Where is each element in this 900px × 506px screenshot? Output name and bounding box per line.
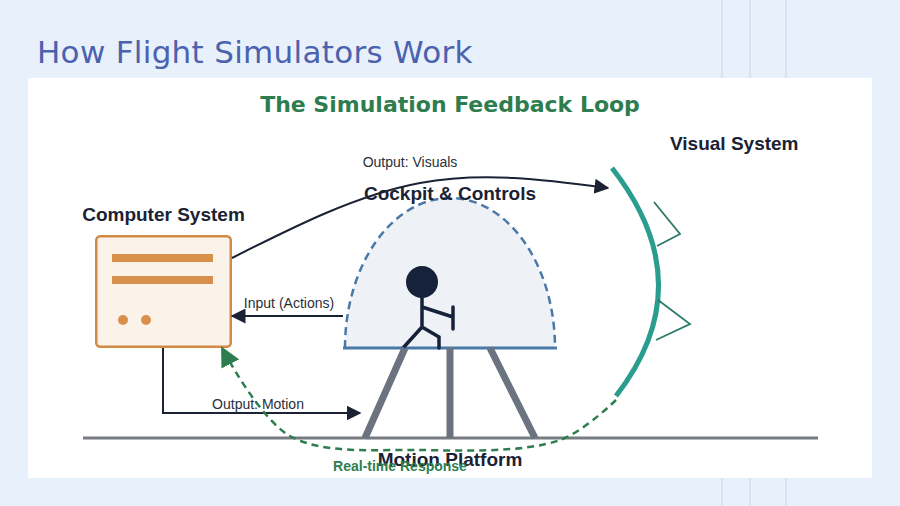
node-outline (343, 197, 557, 350)
flow-arrow (232, 315, 343, 317)
edge-label: Output: Visuals (363, 154, 458, 170)
computer-node: Computer System (95, 235, 232, 348)
node-outline (360, 348, 540, 440)
cockpit-dome (345, 198, 555, 348)
panel-bar (112, 254, 213, 262)
node-heading: Motion Platform (340, 449, 560, 471)
edge-label: Output: Motion (212, 396, 304, 412)
edge-label: Real-time Response (333, 458, 467, 474)
diagram-panel (28, 78, 872, 478)
flow-arrow (163, 348, 360, 413)
node-outline (95, 235, 232, 348)
diagram-heading: The Simulation Feedback Loop (260, 92, 640, 117)
flow-arrow (222, 348, 616, 451)
edge-label: Input (Actions) (244, 295, 334, 311)
node-heading: Visual System (670, 133, 799, 155)
computer-box (96, 236, 231, 347)
cockpit-node: Cockpit & Controls (343, 197, 557, 350)
panel-bar (112, 276, 213, 284)
visual-node: Visual System (608, 166, 668, 400)
node-heading: Computer System (50, 204, 277, 226)
projection-screen (612, 168, 659, 396)
dome-fill (345, 198, 555, 348)
flow-arrow (232, 177, 608, 258)
node-outline (608, 166, 668, 400)
projector-beam (654, 202, 690, 340)
node-heading: Cockpit & Controls (343, 183, 557, 205)
page-title: How Flight Simulators Work (37, 34, 473, 70)
platform-leg (365, 348, 535, 438)
indicator-light (118, 315, 128, 325)
indicator-light (141, 315, 151, 325)
motion-node: Motion Platform (360, 348, 540, 440)
pilot-figure (403, 266, 453, 348)
